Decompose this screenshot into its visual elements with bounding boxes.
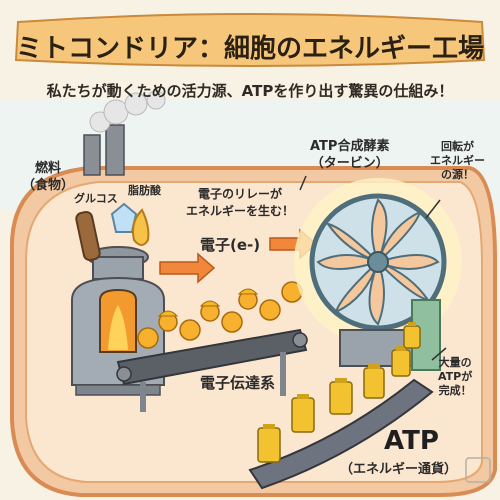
electron-workers bbox=[137, 281, 303, 349]
atp-sub-label: （エネルギー通貨） bbox=[340, 462, 458, 477]
pointer-arrow-icon bbox=[431, 347, 447, 361]
etc-label: 電子伝達系 bbox=[200, 374, 276, 392]
log-icon bbox=[75, 210, 101, 262]
stamp-icon bbox=[465, 457, 491, 483]
synthase-label-line2: （タービン） bbox=[310, 156, 389, 171]
relay-label-line2: エネルギーを生む！ bbox=[186, 204, 295, 218]
atp-output-belt bbox=[248, 378, 434, 490]
mass-label-line3: 完成！ bbox=[438, 384, 472, 397]
rotation-label-line2: エネルギー bbox=[430, 154, 485, 167]
smoke-cloud bbox=[89, 90, 166, 133]
fuel-label-line2: （食物） bbox=[22, 178, 75, 193]
relay-label: 電子のリレーが エネルギーを生む！ bbox=[186, 186, 294, 220]
fatty-acid-drop-icon bbox=[132, 208, 150, 246]
atp-synthase-turbine bbox=[294, 178, 462, 371]
page-subtitle: 私たちが動くための活力源、ATPを作り出す驚異の仕組み！ bbox=[46, 82, 454, 100]
mass-label-line2: ATPが bbox=[438, 370, 473, 383]
mass-label-line1: 大量の bbox=[438, 356, 472, 369]
title-banner bbox=[14, 13, 486, 67]
conveyor-belt bbox=[116, 328, 308, 412]
glucose-label: グルコス bbox=[74, 192, 118, 205]
atp-batteries bbox=[257, 322, 421, 463]
pointer-arrow-icon bbox=[299, 175, 307, 191]
chimney-left bbox=[83, 134, 101, 176]
chimney-right bbox=[105, 124, 125, 176]
atp-label: ATP bbox=[384, 426, 439, 456]
page-title: ミトコンドリア：細胞のエネルギー工場 bbox=[15, 34, 484, 64]
rotation-label: 回転が エネルギー の源！ bbox=[430, 140, 485, 182]
rotation-label-line1: 回転が bbox=[441, 140, 474, 153]
rotation-label-line3: の源！ bbox=[441, 168, 474, 181]
fatty-acid-label: 脂肪酸 bbox=[128, 184, 161, 197]
pointer-arrow-icon bbox=[425, 199, 441, 219]
mass-production-label: 大量の ATPが 完成！ bbox=[438, 356, 472, 398]
synthase-label-line1: ATP合成酵素 bbox=[310, 139, 390, 154]
furnace-flame bbox=[108, 305, 128, 350]
fuel-label: 燃料 （食物） bbox=[22, 160, 74, 194]
fuel-label-line1: 燃料 bbox=[35, 161, 62, 176]
synthase-label: ATP合成酵素 （タービン） bbox=[310, 138, 389, 172]
arrow-right-icon bbox=[159, 252, 216, 284]
relay-label-line1: 電子のリレーが bbox=[198, 187, 283, 201]
electron-label: 電子(e-) bbox=[200, 236, 261, 254]
